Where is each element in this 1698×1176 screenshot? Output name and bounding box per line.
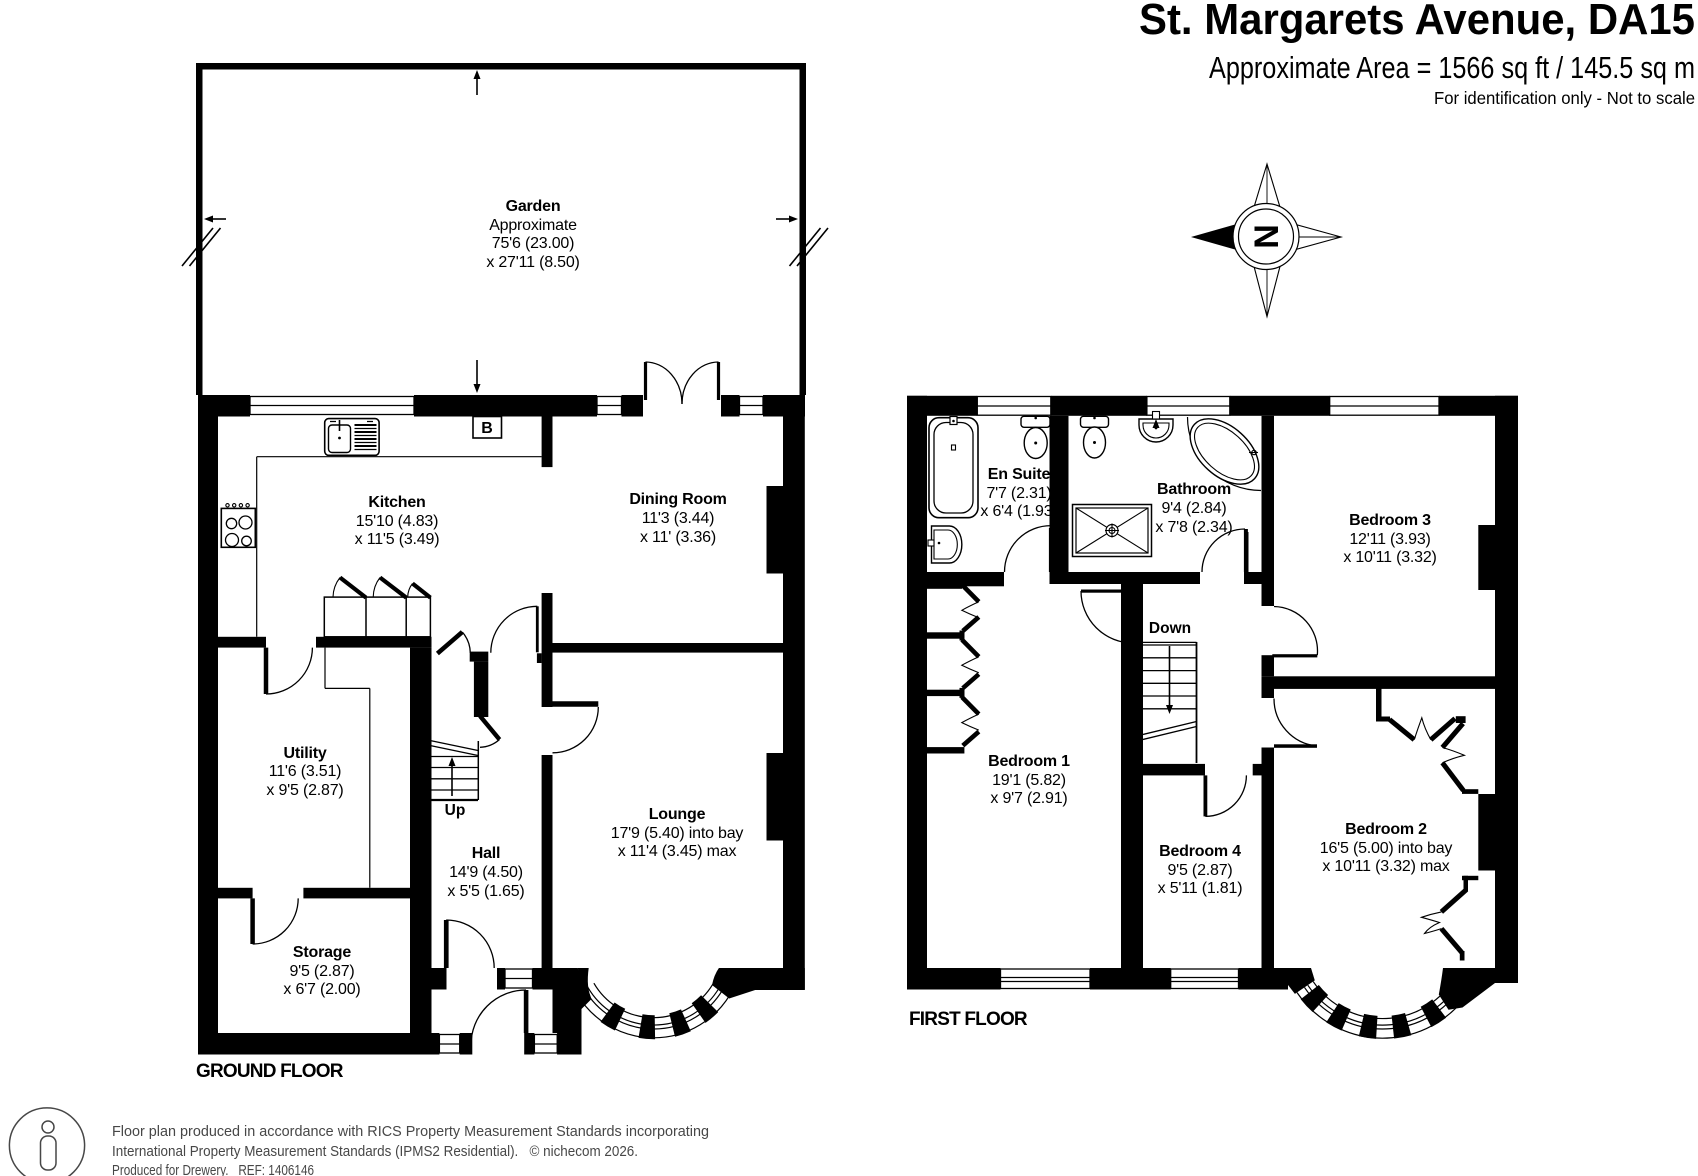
svg-text:Bathroom: Bathroom (1157, 481, 1231, 498)
svg-text:x 6'7 (2.00): x 6'7 (2.00) (283, 981, 360, 998)
svg-text:x 11'5 (3.49): x 11'5 (3.49) (355, 531, 440, 548)
svg-text:International Property Measure: International Property Measurement Stand… (112, 1144, 638, 1160)
svg-text:Storage: Storage (293, 944, 351, 961)
svg-text:14'9 (4.50): 14'9 (4.50) (449, 864, 523, 881)
svg-text:N: N (1248, 224, 1286, 249)
svg-text:x 9'7 (2.91): x 9'7 (2.91) (990, 790, 1067, 807)
svg-text:Kitchen: Kitchen (368, 494, 425, 511)
svg-text:GROUND FLOOR: GROUND FLOOR (196, 1061, 344, 1082)
svg-text:17'9 (5.40) into bay: 17'9 (5.40) into bay (611, 825, 744, 842)
svg-text:x 9'5 (2.87): x 9'5 (2.87) (266, 782, 343, 799)
svg-text:Floor plan produced in accorda: Floor plan produced in accordance with R… (112, 1124, 709, 1140)
svg-text:Down: Down (1149, 620, 1191, 637)
svg-text:Up: Up (445, 802, 466, 819)
svg-text:19'1 (5.82): 19'1 (5.82) (992, 772, 1066, 789)
svg-text:Bedroom 2: Bedroom 2 (1345, 821, 1427, 838)
svg-text:75'6 (23.00): 75'6 (23.00) (492, 235, 575, 252)
svg-text:15'10 (4.83): 15'10 (4.83) (356, 513, 439, 530)
svg-text:Approximate: Approximate (489, 217, 577, 234)
svg-text:Bedroom 4: Bedroom 4 (1159, 843, 1241, 860)
svg-text:Bedroom 3: Bedroom 3 (1349, 512, 1431, 529)
svg-text:9'5 (2.87): 9'5 (2.87) (289, 963, 354, 980)
svg-text:11'6 (3.51): 11'6 (3.51) (269, 763, 342, 780)
svg-text:x 5'11 (1.81): x 5'11 (1.81) (1158, 880, 1243, 897)
svg-text:Hall: Hall (472, 845, 501, 862)
svg-text:x 10'11 (3.32): x 10'11 (3.32) (1343, 549, 1436, 566)
svg-text:9'4 (2.84): 9'4 (2.84) (1161, 500, 1226, 517)
svg-text:En Suite: En Suite (988, 466, 1051, 483)
svg-text:x 6'4 (1.93): x 6'4 (1.93) (980, 503, 1057, 520)
svg-text:x 11'4 (3.45) max: x 11'4 (3.45) max (618, 843, 737, 860)
svg-text:7'7 (2.31): 7'7 (2.31) (986, 485, 1051, 502)
svg-text:x 5'5 (1.65): x 5'5 (1.65) (447, 883, 524, 900)
svg-text:x 27'11 (8.50): x 27'11 (8.50) (486, 254, 579, 271)
svg-text:16'5 (5.00) into bay: 16'5 (5.00) into bay (1320, 840, 1453, 857)
svg-text:x 7'8 (2.34): x 7'8 (2.34) (1155, 519, 1232, 536)
svg-text:For identification only - Not: For identification only - Not to scale (1434, 88, 1695, 108)
svg-text:x 10'11 (3.32) max: x 10'11 (3.32) max (1322, 858, 1449, 875)
svg-text:12'11 (3.93): 12'11 (3.93) (1349, 531, 1430, 548)
svg-text:Lounge: Lounge (649, 806, 706, 823)
svg-text:Approximate Area = 1566 sq ft: Approximate Area = 1566 sq ft / 145.5 sq… (1209, 50, 1695, 85)
svg-text:FIRST FLOOR: FIRST FLOOR (909, 1009, 1028, 1030)
svg-text:Dining Room: Dining Room (629, 491, 726, 508)
svg-text:Bedroom 1: Bedroom 1 (988, 753, 1070, 770)
svg-text:B: B (481, 420, 493, 437)
svg-text:Produced for Drewery. REF: 1: Produced for Drewery. REF: 1406146 (112, 1163, 314, 1176)
svg-text:St. Margarets Avenue, DA15: St. Margarets Avenue, DA15 (1139, 0, 1695, 44)
svg-text:x 11' (3.36): x 11' (3.36) (640, 529, 716, 546)
svg-text:Utility: Utility (283, 745, 326, 762)
svg-text:Garden: Garden (506, 198, 561, 215)
svg-text:9'5 (2.87): 9'5 (2.87) (1167, 862, 1232, 879)
svg-text:11'3 (3.44): 11'3 (3.44) (642, 510, 715, 527)
